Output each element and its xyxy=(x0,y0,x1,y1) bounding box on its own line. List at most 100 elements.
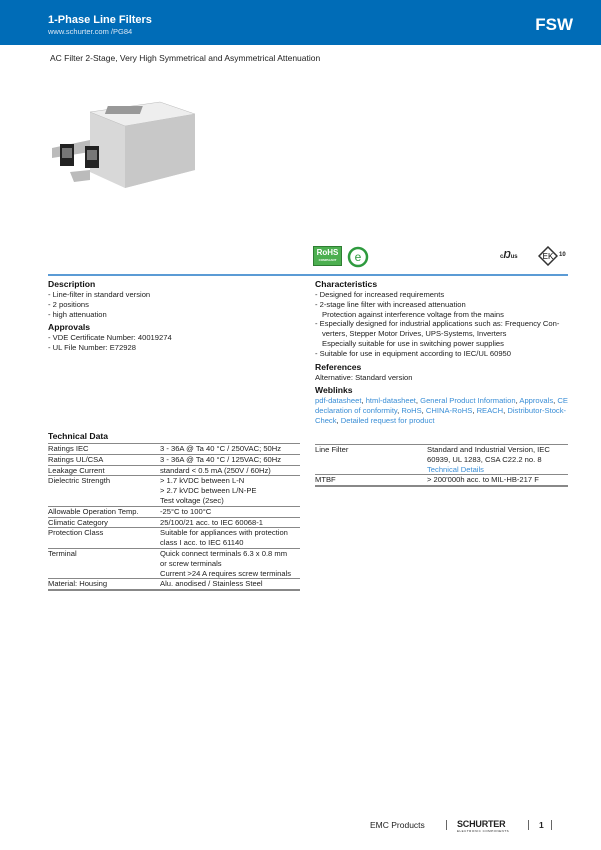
row-value-line: class I acc. to IEC 61140 xyxy=(160,538,244,548)
product-image xyxy=(52,101,196,188)
china-rohs-e-icon: e xyxy=(347,246,369,268)
technical-details-link[interactable]: Technical Details xyxy=(427,464,484,474)
characteristic-item: - Designed for increased requirements xyxy=(315,290,445,299)
characteristic-item: - Especially designed for industrial app… xyxy=(315,319,560,329)
characteristic-item: verters, Stepper Motor Drives, UPS-Syste… xyxy=(322,329,507,339)
row-label: Leakage Current xyxy=(48,465,160,477)
page-subtitle: AC Filter 2-Stage, Very High Symmetrical… xyxy=(50,53,321,63)
brand-sub: ELECTRONIC COMPONENTS xyxy=(457,829,510,833)
row-value-line: Quick connect terminals 6.3 x 0.8 mm xyxy=(160,548,288,558)
characteristic-item: - 2-stage line filter with increased att… xyxy=(315,299,466,309)
weblinks-heading: Weblinks xyxy=(315,385,353,396)
row-value: 3 - 36A @ Ta 40 °C / 125VAC; 60Hz xyxy=(160,454,300,466)
brand-name: SCHURTER xyxy=(457,819,506,829)
description-heading: Description xyxy=(48,279,96,289)
technical-data-heading: Technical Data xyxy=(48,431,300,444)
description-item: - high attenuation xyxy=(48,309,107,319)
page-number: 1 xyxy=(539,820,544,830)
link-china-rohs[interactable]: CHINA-RoHS xyxy=(425,406,473,416)
schurter-logo: SCHURTER ELECTRONIC COMPONENTS xyxy=(457,819,509,833)
references-heading: References xyxy=(315,361,362,372)
row-label: Protection Class xyxy=(48,527,160,549)
footer-separator xyxy=(528,820,529,830)
row-value-line: > 200'000h acc. to MIL-HB-217 F xyxy=(427,475,539,485)
link-ce-declaration[interactable]: CE declaration of conformity xyxy=(315,396,568,416)
enec-logo: EK 10 xyxy=(537,245,566,271)
link-pdf-datasheet[interactable]: pdf-datasheet xyxy=(315,396,362,406)
row-value-line: 3 - 36A @ Ta 40 °C / 125VAC; 60Hz xyxy=(160,454,282,464)
header-url[interactable]: www.schurter.com /PG84 xyxy=(48,27,133,36)
link-html-datasheet[interactable]: html-datasheet xyxy=(365,396,416,406)
svg-text:e: e xyxy=(355,250,362,264)
header-banner: 1-Phase Line Filters www.schurter.com /P… xyxy=(0,0,601,45)
link-distributor-stock[interactable]: Distributor-Stock-Check xyxy=(315,406,567,425)
weblinks-list: pdf-datasheet, html-datasheet, General P… xyxy=(315,396,568,425)
table-row: Dielectric Strength> 1.7 kVDC between L-… xyxy=(48,475,300,507)
link-reach[interactable]: REACH xyxy=(476,406,504,416)
row-label: Line Filter xyxy=(315,444,427,476)
link-general-info[interactable]: General Product Information xyxy=(420,396,516,406)
footer-category: EMC Products xyxy=(370,820,425,830)
product-code: FSW xyxy=(535,15,573,34)
description-item: - 2 positions xyxy=(48,299,89,309)
characteristic-item: - Suitable for use in equipment accordin… xyxy=(315,348,512,358)
row-value-line: Suitable for appliances with protection xyxy=(160,528,288,538)
characteristic-item: Protection against interference voltage … xyxy=(322,309,504,319)
row-value-line: Standard and Industrial Version, IEC xyxy=(427,445,550,454)
rohs-text: RoHS xyxy=(316,248,339,257)
description-item: - Line-filter in standard version xyxy=(48,290,151,299)
table-row: Allowable Operation Temp.-25°C to 100°C xyxy=(48,506,300,518)
row-value-line: 60939, UL 1283, CSA C22.2 no. 8 xyxy=(427,454,542,464)
row-value: 25/100/21 acc. to IEC 60068-1 xyxy=(160,517,300,529)
row-value-line: > 2.7 kVDC between L/N-PE xyxy=(160,486,257,496)
table-row: MTBF> 200'000h acc. to MIL-HB-217 F xyxy=(315,474,568,488)
row-value: Alu. anodised / Stainless Steel xyxy=(160,578,300,592)
row-value-line: -25°C to 100°C xyxy=(160,506,212,516)
link-detailed-request[interactable]: Detailed request for product xyxy=(340,415,435,425)
rohs-logo: RoHS COMPLIANT xyxy=(313,246,342,266)
footer-separator xyxy=(551,820,552,830)
link-rohs[interactable]: RoHS xyxy=(401,406,422,416)
row-value: standard < 0.5 mA (250V / 60Hz) xyxy=(160,465,300,477)
footer-separator xyxy=(446,820,447,830)
ul-recognized-logo: cŊus xyxy=(500,250,518,261)
row-value-line: Current >24 A requires screw terminals xyxy=(160,568,292,578)
approval-item: - VDE Certificate Number: 40019274 xyxy=(48,333,172,343)
row-value-line: 3 - 36A @ Ta 40 °C / 250VAC; 50Hz xyxy=(160,444,282,453)
row-value-line: > 1.7 kVDC between L-N xyxy=(160,476,245,486)
row-value-line: Alu. anodised / Stainless Steel xyxy=(160,579,263,589)
row-label: Dielectric Strength xyxy=(48,475,160,507)
row-value-line: or screw terminals xyxy=(160,558,222,568)
row-value-line: Test voltage (2sec) xyxy=(160,495,224,505)
row-value: 3 - 36A @ Ta 40 °C / 250VAC; 50Hz xyxy=(160,444,300,455)
row-value-line: standard < 0.5 mA (250V / 60Hz) xyxy=(160,465,271,475)
row-label: Ratings IEC xyxy=(48,444,160,455)
row-label: Allowable Operation Temp. xyxy=(48,506,160,518)
row-label: Material: Housing xyxy=(48,578,160,592)
svg-text:EK: EK xyxy=(543,252,554,261)
link-approvals[interactable]: Approvals xyxy=(519,396,554,406)
characteristics-heading: Characteristics xyxy=(315,279,378,289)
characteristic-item: Especially suitable for use in switching… xyxy=(322,338,504,348)
references-text: Alternative: Standard version xyxy=(315,372,413,382)
rohs-sub: COMPLIANT xyxy=(318,258,337,262)
ul-us: us xyxy=(510,254,518,260)
row-label: Ratings UL/CSA xyxy=(48,454,160,466)
row-label: Terminal xyxy=(48,548,160,580)
row-label: Climatic Category xyxy=(48,517,160,529)
divider xyxy=(48,274,568,276)
row-label: MTBF xyxy=(315,474,427,488)
header-title: 1-Phase Line Filters xyxy=(48,14,152,26)
row-value-line: 25/100/21 acc. to IEC 60068-1 xyxy=(160,517,264,527)
